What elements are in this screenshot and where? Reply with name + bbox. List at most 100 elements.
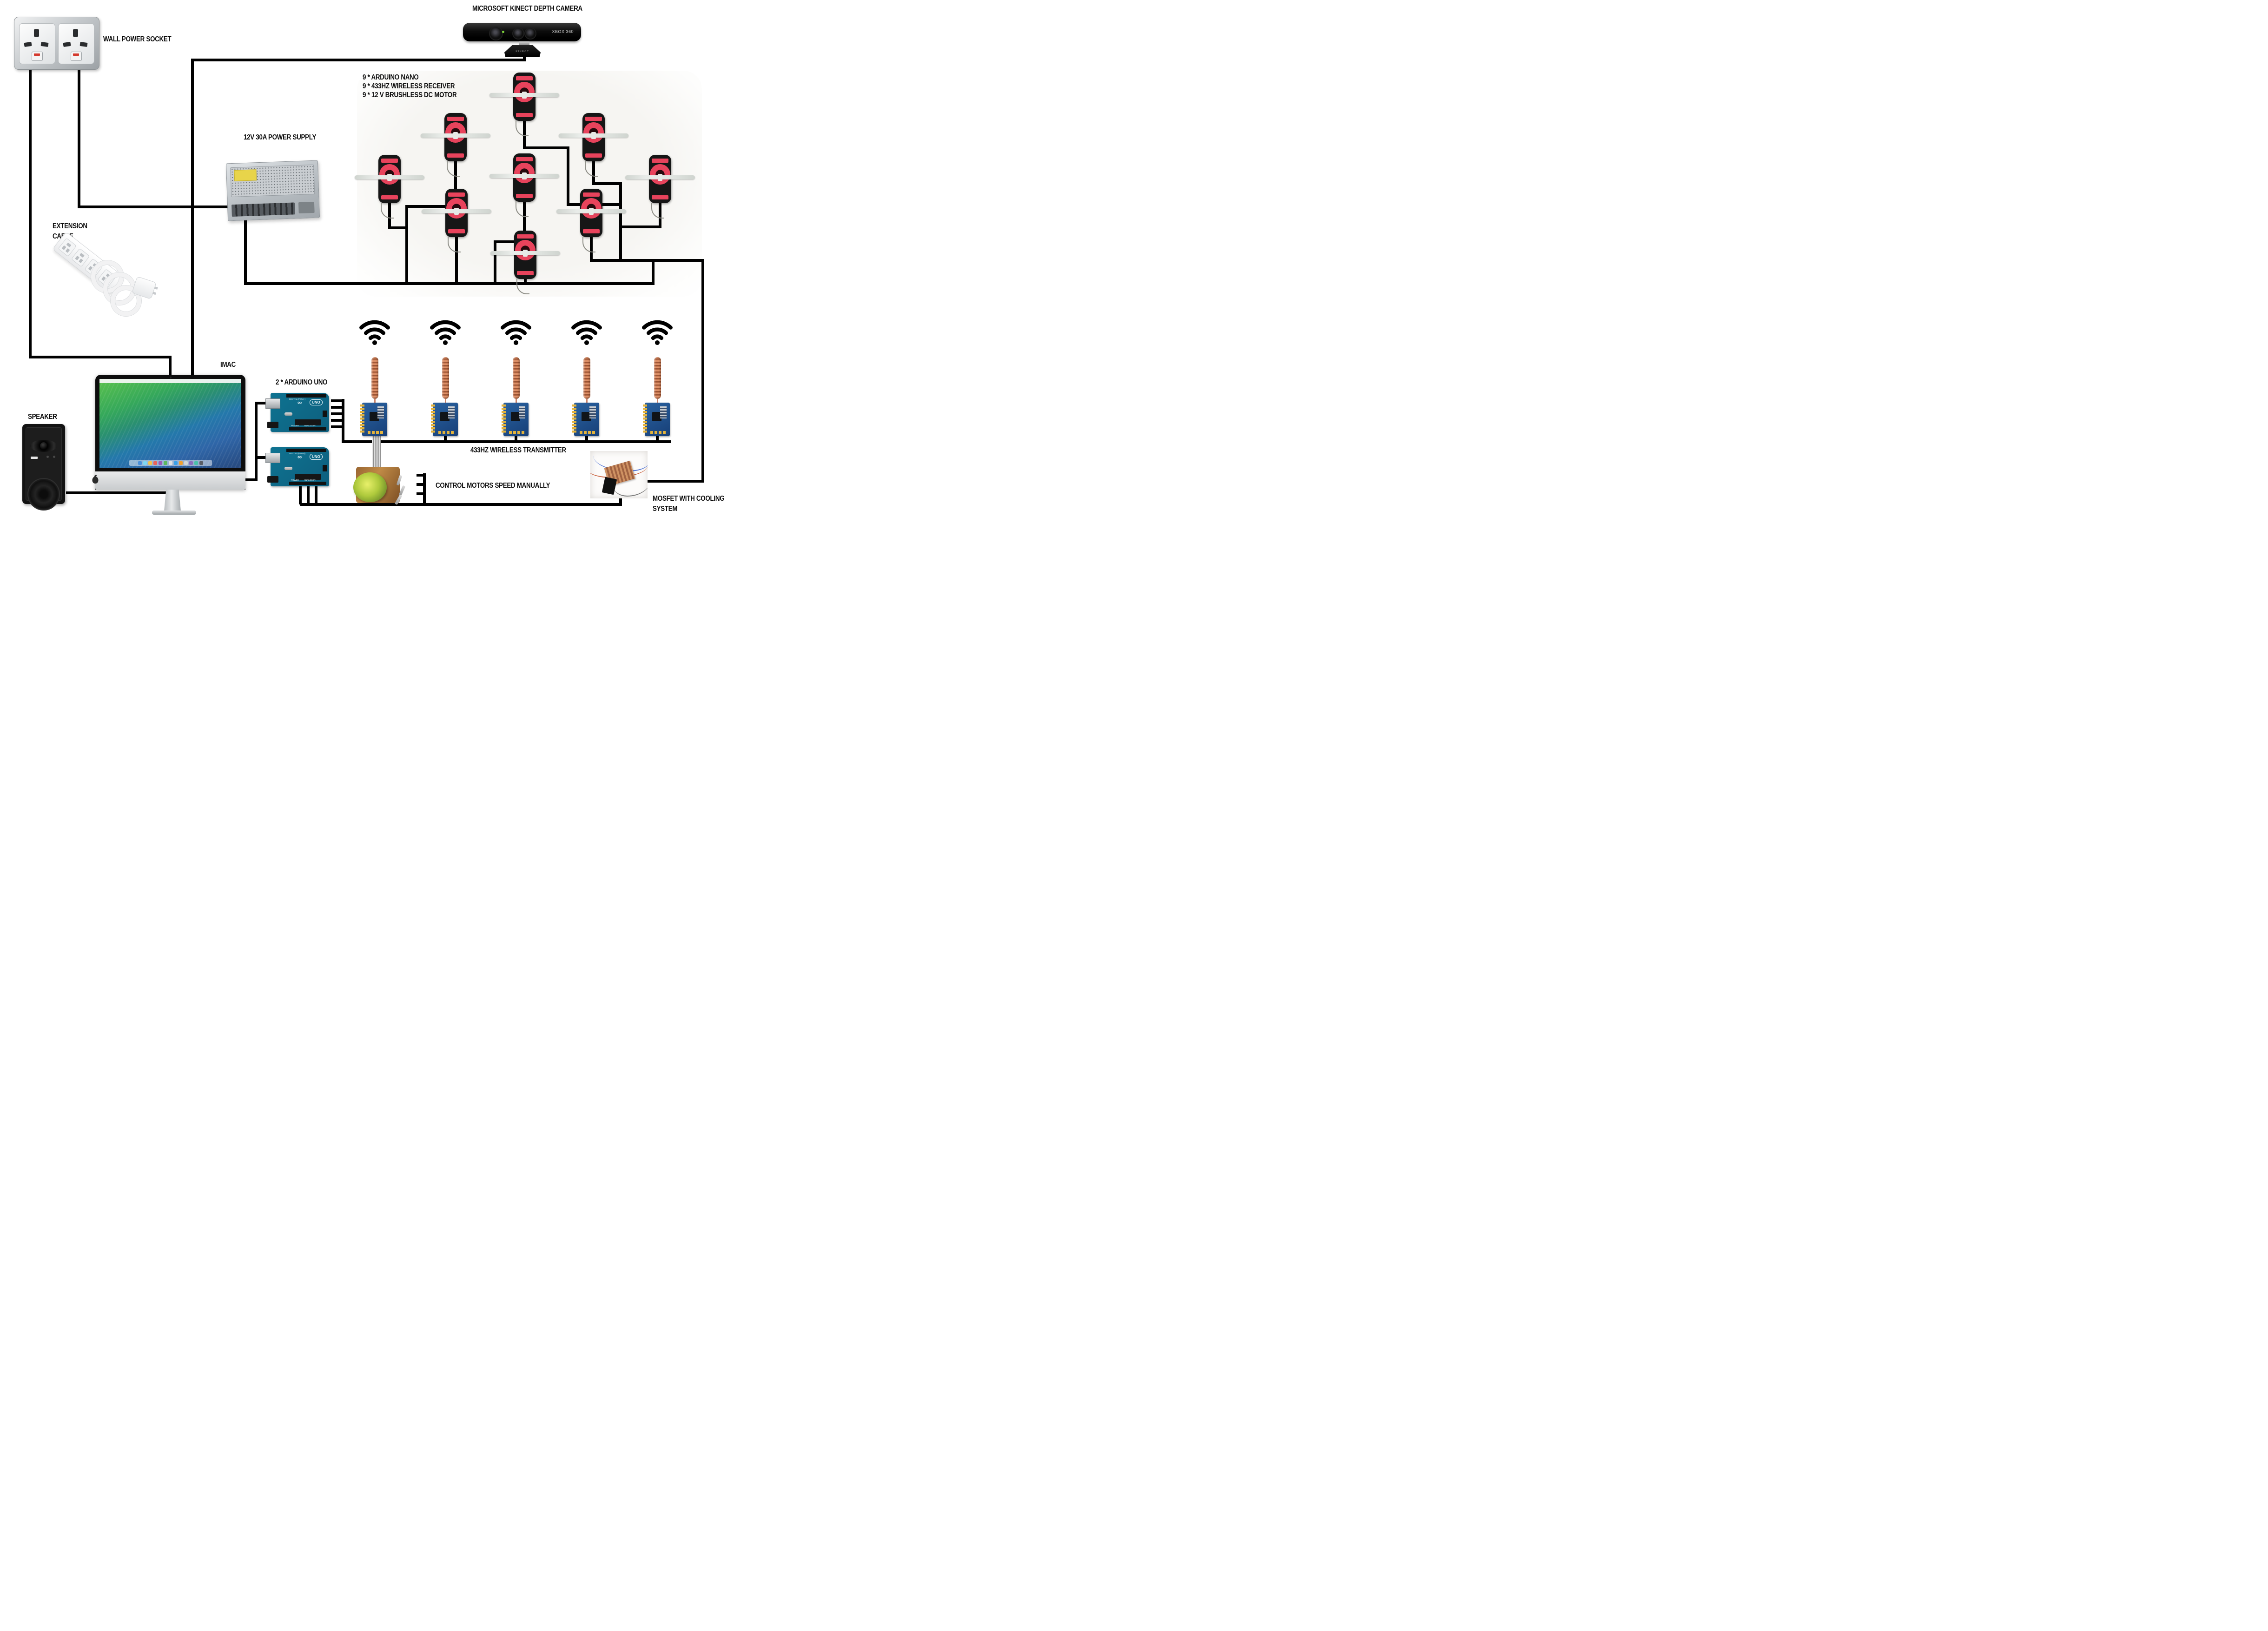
- power-silkscreen: POWER: [291, 424, 299, 427]
- label-control-motors: CONTROL MOTORS SPEED MANUALLY: [436, 482, 550, 490]
- crystal-oscillator: [284, 412, 292, 416]
- motor-stripe: [381, 159, 398, 163]
- dock-app-icon: [173, 461, 178, 465]
- power-jack: [267, 422, 278, 428]
- coil-antenna-icon: [583, 357, 590, 403]
- analog-silkscreen: ANALOG IN: [304, 424, 316, 427]
- usb-port: [265, 453, 280, 463]
- wifi-signal-icon: [429, 313, 462, 347]
- module-pins: [431, 404, 435, 433]
- digital-silkscreen: DIGITAL (PWM~): [289, 452, 305, 455]
- imac-dock: [129, 460, 212, 466]
- socket-hole-icon: [24, 41, 32, 47]
- arduino-uno-board-1: ∞ UNO DIGITAL (PWM~) POWER ANALOG IN: [265, 393, 329, 432]
- speaker-logo: [31, 457, 38, 459]
- wall-power-socket: [14, 17, 99, 70]
- module-chip: [370, 412, 379, 421]
- psu-terminal-strip: [231, 202, 295, 217]
- kinect-brand-text: XBOX 360: [552, 29, 574, 34]
- kinect-lens-icon: [524, 27, 536, 40]
- label-transmitter: 433HZ WIRELESS TRANSMITTER: [470, 446, 566, 454]
- socket-hole-icon: [40, 41, 49, 47]
- motor-stripe: [381, 195, 398, 199]
- motor-assembly: [489, 153, 559, 217]
- motor-assembly: [625, 155, 695, 219]
- coil-antenna-icon: [371, 357, 378, 403]
- module-chip: [652, 412, 661, 421]
- module-components: [519, 406, 525, 418]
- motor-stripe: [652, 159, 668, 163]
- kinect-lens-icon: [489, 27, 503, 40]
- propeller-hub: [658, 174, 662, 181]
- label-kinect: MICROSOFT KINECT DEPTH CAMERA: [472, 5, 582, 13]
- wire: [244, 216, 655, 285]
- socket-hole-icon: [63, 41, 71, 47]
- psu-side-port: [298, 201, 315, 214]
- motor-stripe: [583, 192, 600, 197]
- kinect-led: [502, 31, 504, 33]
- apple-logo-icon: [92, 477, 99, 484]
- module-pins: [502, 404, 506, 433]
- propeller-hub: [589, 208, 594, 215]
- dock-app-icon: [163, 461, 167, 465]
- dock-app-icon: [179, 461, 183, 465]
- module-pins: [572, 404, 576, 433]
- mosfet-wire-icon: [614, 470, 648, 497]
- label-extension-1: EXTENSION: [53, 222, 87, 230]
- socket-outlet-right: [58, 23, 94, 64]
- motor-assembly: [422, 189, 491, 252]
- module-pins: [360, 404, 364, 433]
- module-pads: [509, 431, 525, 434]
- socket-hole-icon: [79, 41, 88, 47]
- motor-stripe: [516, 194, 533, 198]
- motor-stripe: [585, 153, 602, 158]
- imac-stand-base: [152, 511, 196, 515]
- propeller-hub: [522, 92, 527, 99]
- motor-assembly: [490, 231, 560, 294]
- wifi-signal-icon: [499, 313, 533, 347]
- coil-antenna-icon: [442, 357, 449, 403]
- kinect-lens-icon: [512, 27, 524, 40]
- pin-header: [286, 394, 326, 398]
- icsp-header: [323, 465, 327, 471]
- module-components: [660, 406, 667, 418]
- arduino-uno-board-2: ∞ UNO DIGITAL (PWM~) POWER ANALOG IN: [265, 447, 329, 486]
- dock-app-icon: [158, 461, 162, 465]
- motor-stripe: [517, 234, 534, 239]
- motor-assembly: [489, 73, 559, 136]
- imac-menubar: [99, 379, 241, 383]
- crystal-oscillator: [284, 467, 292, 470]
- module-pads: [650, 431, 666, 434]
- module-chip: [582, 412, 591, 421]
- motor-stripe: [583, 229, 600, 233]
- analog-silkscreen: ANALOG IN: [304, 479, 316, 481]
- coil-antenna-icon: [654, 357, 661, 403]
- power-supply-unit: [225, 160, 320, 221]
- motor-stripe: [516, 157, 533, 161]
- uno-model-text: UNO: [310, 454, 323, 460]
- motor-stripe: [448, 192, 465, 197]
- wire: [78, 68, 230, 208]
- motor-stripe: [652, 195, 668, 199]
- module-components: [589, 406, 596, 418]
- label-mosfet-1: MOSFET WITH COOLING: [653, 495, 725, 503]
- socket-switch: [32, 52, 43, 61]
- arduino-logo-icon: ∞: [298, 399, 302, 406]
- digital-silkscreen: DIGITAL (PWM~): [289, 398, 305, 400]
- pin-header: [286, 449, 326, 452]
- module-chip: [440, 412, 450, 421]
- power-silkscreen: POWER: [291, 479, 299, 481]
- pot-face: [353, 472, 387, 502]
- cable-coil: [111, 285, 141, 316]
- dock-app-icon: [184, 461, 188, 465]
- socket-hole-icon: [73, 29, 78, 37]
- uno-model-text: UNO: [310, 399, 323, 405]
- motor-stripe: [517, 271, 534, 275]
- atmega-chip: [295, 474, 321, 480]
- motor-assembly: [556, 189, 626, 252]
- transmitter-module: [502, 403, 529, 436]
- motor-stripe: [516, 76, 533, 80]
- motor-stripe: [447, 153, 464, 158]
- dock-app-icon: [168, 461, 172, 465]
- wire: [29, 68, 172, 378]
